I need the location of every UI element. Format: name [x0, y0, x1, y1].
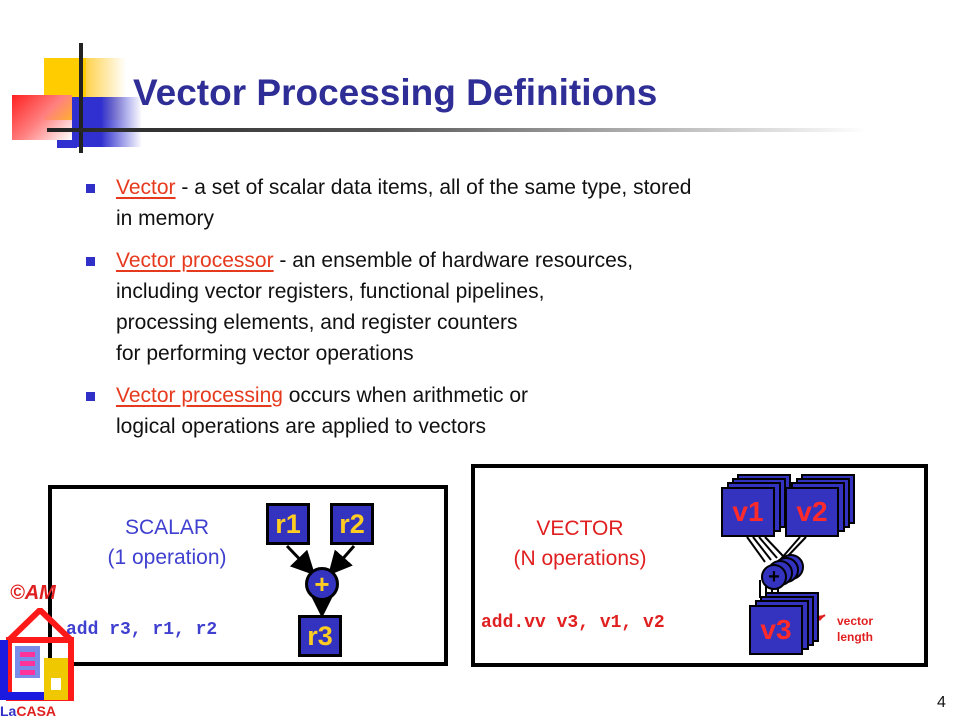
- vector-label: VECTOR (N operations): [500, 514, 660, 574]
- scalar-diagram: SCALAR (1 operation) add r3, r1, r2 r1 r…: [48, 485, 448, 666]
- vector-register-v3: v3: [749, 605, 803, 655]
- vector-length-line1: vector: [836, 614, 874, 628]
- definition-text: - an ensemble of hardware resources,: [273, 249, 634, 272]
- term-vector-processing: Vector processing: [116, 384, 283, 407]
- title-underline: [47, 128, 867, 132]
- definition-text-cont: logical operations are applied to vector…: [116, 415, 487, 438]
- copyright-label: ©AM: [10, 582, 56, 604]
- bullet-item-vector-processing: Vector processing occurs when arithmetic…: [86, 380, 946, 442]
- register-r3: r3: [298, 615, 342, 657]
- vector-register-v1: v1: [721, 487, 775, 537]
- vector-register-v2: v2: [785, 487, 839, 537]
- register-r1: r1: [266, 503, 310, 545]
- definition-text-cont: for performing vector operations: [116, 342, 414, 365]
- vector-label-line2: (N operations): [513, 547, 647, 570]
- bullet-item-vector-processor: Vector processor - an ensemble of hardwa…: [86, 245, 946, 369]
- vector-diagram: VECTOR (N operations) add.vv v3, v1, v2 …: [471, 464, 928, 667]
- lacasa-house-logo-icon: [0, 608, 74, 701]
- decor-blue-fade: [102, 97, 142, 147]
- logo-text-casa: CASA: [16, 703, 57, 719]
- decor-red-square: [12, 95, 72, 140]
- register-r2: r2: [330, 503, 374, 545]
- vector-instruction: add.vv v3, v1, v2: [481, 613, 665, 633]
- adder-plus-icon: +: [305, 567, 339, 601]
- logo-text-la: La: [0, 703, 17, 719]
- definition-text-cont: processing elements, and register counte…: [116, 311, 518, 334]
- term-vector: Vector: [116, 176, 176, 199]
- bullet-square-icon: [86, 184, 95, 193]
- decor-blue-square: [72, 97, 102, 147]
- scalar-label-line1: SCALAR: [124, 516, 210, 539]
- definition-text: - a set of scalar data items, all of the…: [175, 176, 692, 199]
- scalar-label: SCALAR (1 operation): [92, 513, 242, 573]
- scalar-label-line2: (1 operation): [107, 546, 227, 569]
- vector-length-annotation: vector length: [830, 613, 880, 645]
- bullet-square-icon: [86, 392, 95, 401]
- definition-text: occurs when arithmetic or: [282, 384, 529, 407]
- scalar-arrows: [285, 544, 356, 618]
- definition-text-cont: in memory: [116, 207, 215, 230]
- vector-label-line1: VECTOR: [536, 517, 624, 540]
- adder-plus-icon: +: [761, 564, 787, 590]
- lacasa-logo-text: LaCASA: [0, 703, 56, 719]
- slide-title: Vector Processing Definitions: [133, 72, 658, 113]
- page-number: 4: [937, 694, 946, 711]
- bullet-square-icon: [86, 257, 95, 266]
- decor-vertical-line: [79, 43, 83, 153]
- scalar-instruction: add r3, r1, r2: [66, 620, 218, 640]
- bullet-list: Vector - a set of scalar data items, all…: [86, 172, 946, 453]
- term-vector-processor: Vector processor: [116, 249, 274, 272]
- vector-length-line2: length: [837, 630, 873, 644]
- bullet-item-vector: Vector - a set of scalar data items, all…: [86, 172, 946, 234]
- definition-text-cont: including vector registers, functional p…: [116, 280, 545, 303]
- decor-blue-square-lower: [57, 140, 77, 148]
